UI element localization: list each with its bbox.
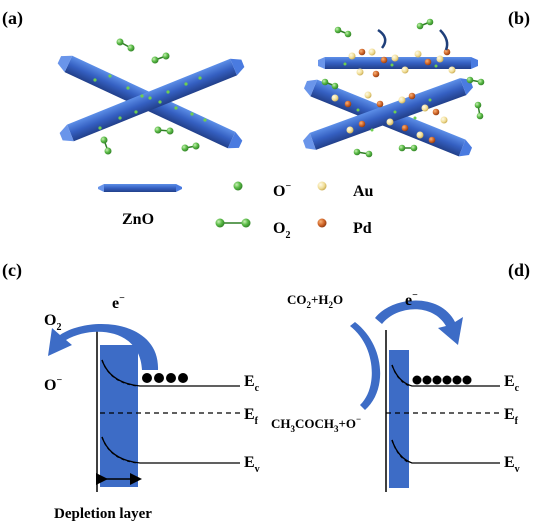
ef-label-d: Ef [504,406,519,427]
panel-b-nanorods [302,18,485,158]
legend-o-minus-label: O− [273,181,291,200]
electron-release-arrow-d [375,300,463,345]
o2-molecules-b [321,18,485,158]
o2-label-c: O2 [44,312,61,333]
reactant-label-d: CH3COCH3+O− [271,414,361,434]
depletion-region-d [389,350,409,488]
o-minus-label-c: O− [44,375,62,394]
legend-au-icon [317,181,327,191]
depletion-layer-label: Depletion layer [54,506,152,522]
pd-particles-b [344,48,451,144]
surface-o-minus-a [93,74,207,130]
legend-au-label: Au [353,183,374,200]
legend-zno-rod [98,184,182,192]
depletion-region-c [100,345,138,487]
panel-label-c: (c) [2,260,22,281]
legend-o2-label: O2 [273,220,290,241]
legend-zno-label: ZnO [122,211,154,228]
electrons-d [412,375,472,385]
ec-label-c: Ec [244,373,260,394]
legend-pd-label: Pd [353,220,372,237]
legend-o2-icon [215,218,251,228]
surface-o-minus-b [343,62,438,132]
panel-label-d: (d) [508,260,530,281]
o2-molecules-a [100,38,200,155]
ev-label-c: Ev [244,454,260,475]
electron-label-c: e− [112,293,125,312]
panel-d-band-diagram: e− CO2+H2O CH3COCH3+O− Ec Ef Ev [271,290,520,492]
products-label-d: CO2+H2O [287,292,343,310]
panel-label-a: (a) [2,8,23,29]
ev-label-d: Ev [504,454,520,475]
reaction-arrows-b [377,28,449,51]
ec-band-d [391,364,500,387]
legend-o-minus-icon [233,181,243,191]
legend: ZnO O− O2 Au Pd [98,181,374,241]
zno-rod-2 [59,58,245,142]
reaction-arrow-d [350,322,381,410]
electron-transfer-arrow-c [48,324,159,370]
panel-label-b: (b) [508,8,530,29]
panel-a-nanorods [57,38,245,155]
ec-label-d: Ec [504,373,520,394]
legend-pd-icon [317,218,327,228]
electrons-c [142,373,188,383]
panel-c-band-diagram: e− O2 O− Ec Ef Ev Depletion layer [44,293,260,522]
au-particles-b [331,48,456,139]
ef-label-c: Ef [244,406,259,427]
electron-label-d: e− [405,290,418,309]
